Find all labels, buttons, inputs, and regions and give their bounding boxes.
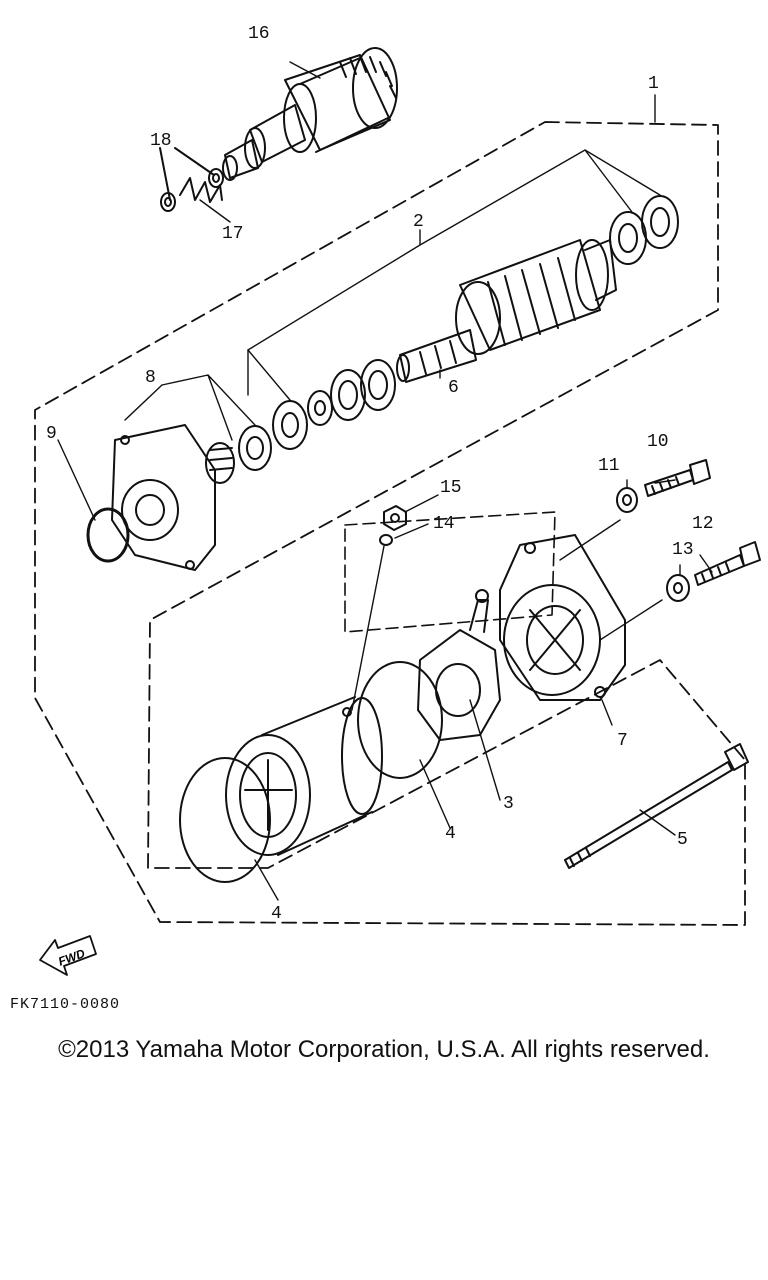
- part-4-gaskets: [179, 661, 443, 883]
- part-9-o-ring: [86, 507, 130, 563]
- part-2-washers-left: [272, 359, 396, 450]
- callout-14: 14: [433, 514, 455, 534]
- part-13-washer: [666, 574, 690, 602]
- callout-7: 7: [617, 731, 628, 751]
- callout-15: 15: [440, 478, 462, 498]
- part-10-bolt: [644, 459, 711, 497]
- copyright-notice: ©2013 Yamaha Motor Corporation, U.S.A. A…: [58, 1036, 710, 1063]
- callout-18: 18: [150, 131, 172, 151]
- callout-11: 11: [598, 456, 620, 476]
- callout-13: 13: [672, 540, 694, 560]
- callout-labels: 1 2 3 4 4 5 6 7 8 9 10 11 12 13 14 15 16…: [46, 24, 714, 969]
- part-18-washers: [159, 147, 224, 212]
- fwd-arrow-icon: [39, 935, 97, 976]
- end-cover-front: [111, 424, 216, 571]
- part-11-washer: [616, 487, 638, 513]
- part-8-bearings: [205, 425, 272, 484]
- assembly-boundary-dashed: [34, 121, 746, 926]
- part-2-washers-right: [609, 195, 679, 265]
- callout-4-right: 4: [445, 824, 456, 844]
- callout-12: 12: [692, 514, 714, 534]
- part-3-brush-holder: [417, 589, 501, 741]
- part-5-through-bolt: [564, 743, 749, 869]
- part-12-bolt: [694, 541, 761, 586]
- part-15-nut: [383, 505, 407, 531]
- callout-10: 10: [647, 432, 669, 452]
- callout-6: 6: [448, 378, 459, 398]
- leader-lines: [57, 61, 713, 901]
- part-14-lock-washer: [379, 534, 393, 546]
- callout-17: 17: [222, 224, 244, 244]
- exploded-parts-diagram: 1 2 3 4 4 5 6 7 8 9 10 11 12 13 14 15 16…: [34, 24, 761, 976]
- callout-8: 8: [145, 368, 156, 388]
- fwd-label: FWD: [56, 946, 87, 969]
- callout-3: 3: [503, 794, 514, 814]
- part-2-armature: [396, 239, 617, 383]
- callout-4-bottom: 4: [271, 904, 282, 924]
- part-16-starter-clutch: [222, 47, 398, 181]
- callout-1: 1: [648, 74, 659, 94]
- callout-16: 16: [248, 24, 270, 44]
- callout-9: 9: [46, 424, 57, 444]
- inner-boundary-dashed: [344, 511, 556, 633]
- yoke-housing: [225, 696, 383, 856]
- drawing-code: FK7110-0080: [10, 996, 121, 1013]
- callout-2: 2: [413, 212, 424, 232]
- callout-5: 5: [677, 830, 688, 850]
